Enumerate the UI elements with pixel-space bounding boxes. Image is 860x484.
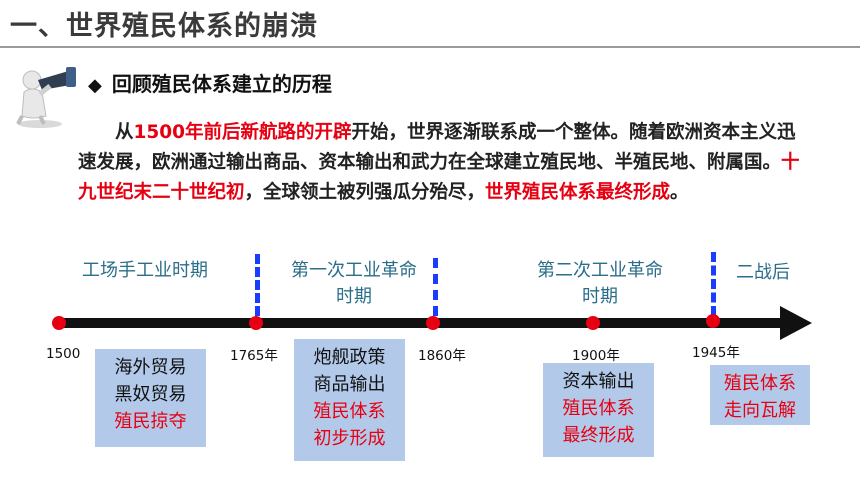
paragraph-text: 。 [670, 182, 689, 203]
section-subheading: ◆ 回顾殖民体系建立的历程 [88, 68, 332, 97]
era-divider-1860 [433, 258, 438, 316]
paragraph-highlight: 1500年前后新航路的开辟 [133, 122, 352, 143]
box2-line2: 商品输出 [313, 374, 386, 395]
era-divider-1945 [711, 252, 716, 316]
paragraph-highlight: 世界殖民体系最终形成 [485, 182, 671, 203]
info-box-first-industrial: 炮舰政策 商品输出 殖民体系 初步形成 [294, 339, 405, 461]
era-label-second-industrial: 第二次工业革命 时期 [520, 258, 680, 310]
era3-line1: 第二次工业革命 [537, 260, 663, 281]
box1-line3: 殖民掠夺 [114, 411, 187, 432]
timeline-arrowhead-icon [780, 306, 812, 340]
era2-line1: 第一次工业革命 [291, 260, 417, 281]
box3-line1: 资本输出 [562, 371, 635, 392]
timeline-bar [58, 318, 784, 328]
era-label-manufacture: 工场手工业时期 [82, 260, 208, 281]
year-label-1500: 1500 [46, 346, 81, 362]
info-box-postwar: 殖民体系 走向瓦解 [710, 365, 810, 425]
timeline-dot-1500 [52, 316, 66, 330]
timeline-dot-1765 [249, 316, 263, 330]
paragraph-text: 从 [115, 122, 134, 143]
box1-line1: 海外贸易 [114, 357, 187, 378]
year-label-1860: 1860年 [418, 348, 466, 364]
info-box-early: 海外贸易 黑奴贸易 殖民掠夺 [95, 349, 206, 447]
box3-line2: 殖民体系 [562, 398, 635, 419]
era-label-first-industrial: 第一次工业革命 时期 [274, 258, 434, 310]
box2-line4: 初步形成 [313, 428, 386, 449]
box4-line2: 走向瓦解 [724, 400, 796, 421]
page-title: 一、世界殖民体系的崩溃 [10, 11, 318, 42]
era-divider-1765 [255, 254, 260, 316]
box2-line1: 炮舰政策 [313, 347, 386, 368]
era2-line2: 时期 [336, 286, 372, 307]
subheading-text: 回顾殖民体系建立的历程 [111, 72, 332, 96]
paragraph-text: 开始，世界逐渐联系成一个整体。随着欧洲资本主义迅速发展，欧洲通过输出商品、资本输… [78, 122, 796, 173]
box2-line3: 殖民体系 [313, 401, 386, 422]
timeline-dot-1945 [706, 314, 720, 328]
paragraph-highlight: 十九世纪末二十世纪初 [78, 152, 800, 203]
box4-line1: 殖民体系 [724, 373, 796, 394]
title-divider [0, 46, 860, 48]
telescope-mascot-icon [16, 67, 76, 128]
info-box-second-industrial: 资本输出 殖民体系 最终形成 [543, 363, 654, 457]
intro-paragraph: 从1500年前后新航路的开辟开始，世界逐渐联系成一个整体。随着欧洲资本主义迅速发… [78, 118, 808, 208]
year-label-1945: 1945年 [692, 345, 740, 361]
era-label-postwar: 二战后 [736, 262, 790, 283]
paragraph-text: ，全球领土被列强瓜分殆尽， [244, 182, 486, 203]
box3-line3: 最终形成 [562, 425, 635, 446]
diamond-bullet-icon: ◆ [88, 75, 102, 96]
era3-line2: 时期 [582, 286, 618, 307]
year-label-1900: 1900年 [572, 348, 620, 364]
timeline-dot-1900 [586, 316, 600, 330]
year-label-1765: 1765年 [230, 348, 278, 364]
box1-line2: 黑奴贸易 [114, 384, 187, 405]
timeline-dot-1860 [426, 316, 440, 330]
